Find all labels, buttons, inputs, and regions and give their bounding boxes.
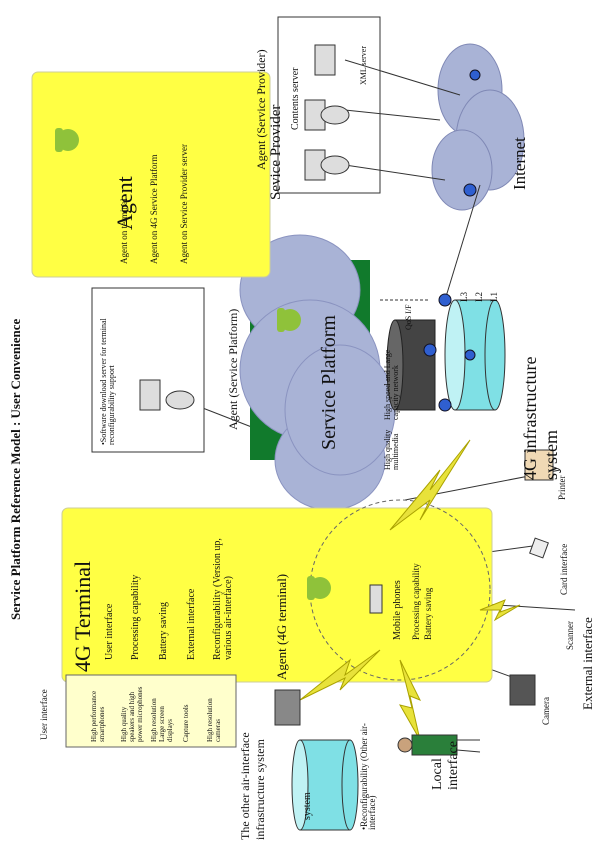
infrastructure-title: 4G infrastructure system (520, 356, 561, 480)
contents-server-label: Contents server (290, 67, 301, 131)
mobile-label: Mobile phones (392, 580, 403, 640)
lightning-bolts (299, 439, 521, 741)
ui-item: High resolution Large screen displays (150, 698, 174, 742)
terminal-title: 4G Terminal (70, 560, 95, 672)
other-air-cylinder (291, 739, 359, 831)
router-nodes (423, 69, 481, 412)
other-air-system: system (302, 792, 313, 820)
hq-multimedia-label: High quality multimedia (383, 429, 400, 470)
other-air-reconfig: •Reconfigurability (Other air-interface) (359, 723, 377, 830)
scanner-label: Scanner (565, 621, 575, 650)
agent-box (31, 71, 271, 278)
service-platform-label: Service Platform (318, 315, 340, 450)
terminal-item: User interface (104, 603, 115, 660)
printer-label: Printer (557, 475, 567, 501)
agent-item: Agent on Service Provider server (179, 144, 189, 264)
mobile-item: Processing capability (411, 563, 421, 640)
terminal-agent-label: Agent (4G terminal) (274, 573, 289, 680)
external-interface-label: External interface (580, 617, 595, 710)
provider-heading: Sevice Provider (268, 104, 284, 200)
download-server-text: •Software download server for terminal r… (99, 318, 116, 445)
other-air-label: The other air-interface infrastructure s… (238, 732, 267, 840)
internet-label: Internet (510, 137, 529, 190)
ui-item: High performance smartphones (90, 690, 106, 742)
local-interface-label: Local interface (430, 741, 461, 790)
qos-label: QoS I/F (404, 304, 413, 330)
mobile-item: Battery saving (423, 587, 433, 640)
page-title: Service Platform Reference Model : User … (8, 318, 23, 620)
agent-figures (55, 128, 331, 600)
terminal-item: Reconfigurability (Version up, various a… (212, 538, 234, 660)
agent-item: Agent on 4G Service Platform (149, 154, 159, 264)
server-icons (139, 44, 350, 411)
terminal-box (61, 507, 493, 683)
terminal-item: Battery saving (158, 601, 169, 660)
card-interface-label: Card interface (559, 543, 569, 595)
platform-agent-label: Agent (Service Platform) (226, 308, 240, 430)
person-figure (397, 734, 481, 756)
download-server-box (91, 287, 205, 453)
terminal-item: External interface (186, 588, 197, 660)
terminal-item: Processing capability (130, 574, 141, 660)
agent-item: Agent on terminal (119, 198, 129, 264)
layer-label: L3 (459, 292, 469, 302)
ui-item: Capture tools (182, 704, 190, 742)
provider-agent-label: Agent (Service Provider) (254, 49, 268, 170)
user-interface-label: User interface (39, 689, 49, 740)
device-icons (274, 449, 554, 726)
internet-cloud (431, 43, 525, 211)
layer-label: L2 (474, 292, 484, 302)
ui-item: High quality speakers and high power mic… (120, 686, 144, 742)
camera-label: Camera (541, 697, 551, 725)
ui-item: High resolution cameras (206, 698, 222, 742)
user-interface-inset (65, 674, 237, 748)
xml-server-label: XML server (359, 45, 368, 85)
hs-network-label: High speed and Large capacity network (383, 349, 400, 420)
layer-label: L1 (489, 292, 499, 302)
